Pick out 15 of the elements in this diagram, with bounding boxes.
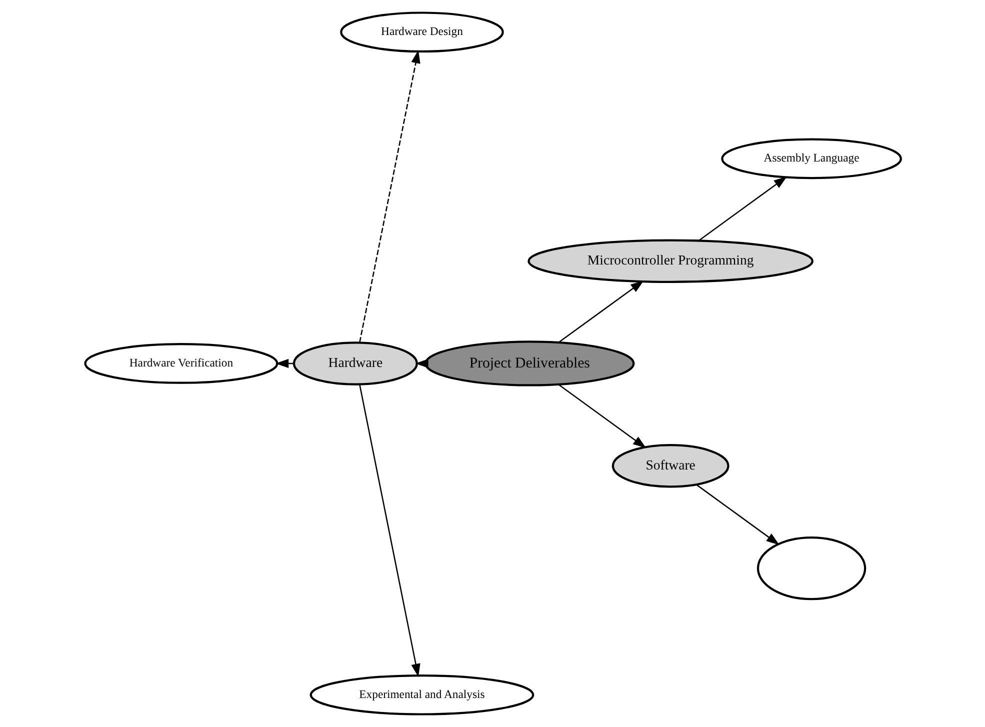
node-ellipse: Hardware Verification	[84, 343, 278, 384]
arrow	[414, 358, 428, 368]
arrow	[698, 176, 786, 241]
node-ellipse	[756, 536, 866, 600]
node-ellipse: Experimental and Analysis	[309, 674, 534, 716]
arrow	[558, 384, 646, 448]
node-ellipse: Assembly Language	[720, 138, 902, 180]
arrow	[696, 484, 779, 545]
arrow	[358, 50, 420, 342]
node-ellipse: Hardware	[292, 342, 418, 386]
arrow	[358, 384, 420, 677]
node-ellipse: Software	[611, 444, 729, 488]
arrow	[558, 280, 644, 344]
node-ellipse: Hardware Design	[340, 12, 504, 53]
node-ellipse: Microcontroller Programming	[527, 239, 814, 283]
